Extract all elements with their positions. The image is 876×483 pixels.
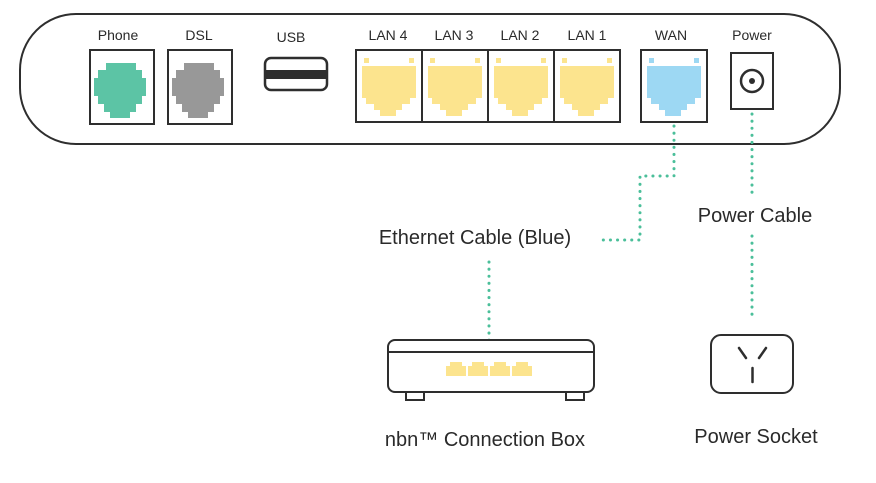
power-socket-icon — [710, 334, 794, 394]
power-cable-label: Power Cable — [698, 205, 813, 227]
usb-icon — [266, 70, 326, 79]
power-port — [730, 52, 774, 110]
power-socket — [710, 334, 794, 394]
lan2-jack-icon — [494, 66, 548, 116]
lan4-port — [362, 58, 416, 116]
ethernet-cable-label: Ethernet Cable (Blue) — [379, 227, 571, 249]
lan3-jack-icon — [428, 66, 482, 116]
wan-port — [640, 49, 708, 123]
lan4-jack-icon — [362, 66, 416, 116]
phone-jack-icon — [94, 63, 146, 118]
lan1-jack-icon — [560, 66, 614, 116]
power-socket-label: Power Socket — [694, 426, 818, 448]
wan-jack-icon — [647, 66, 701, 116]
dsl-jack-icon — [172, 63, 224, 118]
port-label-lan4: LAN 4 — [369, 27, 408, 43]
port-label-lan2: LAN 2 — [501, 27, 540, 43]
phone-port — [89, 49, 155, 125]
port-label-usb: USB — [277, 29, 306, 45]
port-label-lan3: LAN 3 — [435, 27, 474, 43]
dsl-port — [167, 49, 233, 125]
nbn-connection-box — [387, 339, 595, 401]
ethernet-cable-wan-path — [596, 124, 676, 242]
port-label-lan1: LAN 1 — [568, 27, 607, 43]
usb-port — [263, 56, 329, 92]
port-label-dsl: DSL — [185, 27, 212, 43]
lan1-port — [560, 58, 614, 116]
connection-box-label: nbn™ Connection Box — [385, 429, 585, 451]
lan3-port — [428, 58, 482, 116]
port-label-wan: WAN — [655, 27, 687, 43]
lan2-port — [494, 58, 548, 116]
connection-box-ports-icon — [446, 362, 532, 376]
port-label-phone: Phone — [98, 27, 139, 43]
port-label-power: Power — [732, 27, 772, 43]
